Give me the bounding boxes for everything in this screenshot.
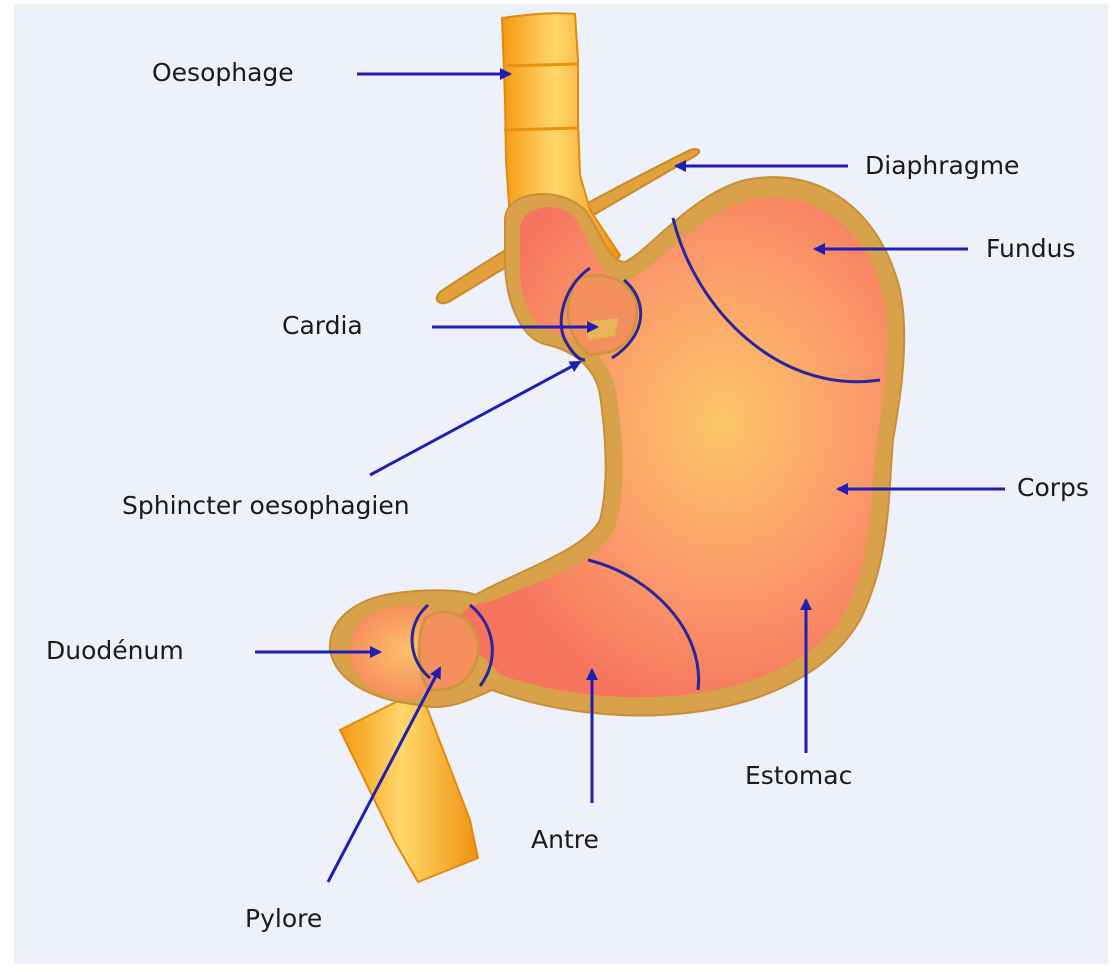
label-estomac: Estomac — [745, 763, 852, 788]
arrow-sphincter — [370, 362, 580, 475]
label-pylore: Pylore — [245, 906, 322, 931]
label-diaphragme: Diaphragme — [865, 153, 1019, 178]
label-duodenum: Duodénum — [46, 638, 184, 663]
stomach-lining — [456, 198, 888, 697]
label-cardia: Cardia — [282, 313, 363, 338]
label-sphincter: Sphincter oesophagien — [122, 493, 410, 518]
cardia-sphincter — [568, 275, 637, 355]
label-oesophage: Oesophage — [152, 60, 294, 85]
duodenum-tube — [340, 690, 478, 882]
label-fundus: Fundus — [986, 236, 1075, 261]
label-antre: Antre — [531, 827, 599, 852]
label-corps: Corps — [1017, 475, 1089, 500]
